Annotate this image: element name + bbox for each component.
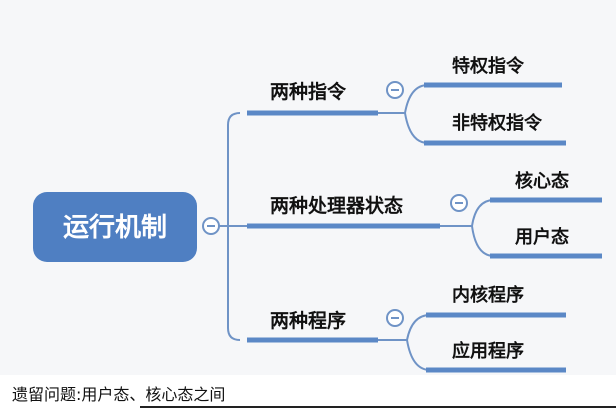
branch-label: 两种处理器状态 <box>270 194 403 217</box>
branch-node-processor-states[interactable]: 两种处理器状态 <box>247 194 440 229</box>
leaf-node[interactable]: 内核程序 <box>426 284 566 318</box>
caption-text: 遗留问题:用户态、核心态之间 <box>12 385 226 404</box>
root-node[interactable]: 运行机制 <box>33 192 197 262</box>
divider <box>140 406 616 408</box>
branch-collapse-button[interactable] <box>386 309 404 327</box>
leaf-node[interactable]: 应用程序 <box>426 340 566 373</box>
leaf-label: 用户态 <box>515 226 569 248</box>
root-box <box>33 192 197 262</box>
leaf-label: 内核程序 <box>452 284 524 306</box>
root-label: 运行机制 <box>63 212 167 243</box>
leaf-node[interactable]: 特权指令 <box>424 55 562 88</box>
branch-collapse-button[interactable] <box>450 194 468 212</box>
leaf-node[interactable]: 用户态 <box>490 226 602 259</box>
branch-collapse-button[interactable] <box>386 81 404 99</box>
branch-node-programs[interactable]: 两种程序 <box>247 309 378 343</box>
leaf-label: 应用程序 <box>452 340 524 362</box>
leaf-label: 非特权指令 <box>452 112 543 134</box>
branch-node-instructions[interactable]: 两种指令 <box>247 80 378 116</box>
leaf-label: 特权指令 <box>452 55 525 77</box>
root-collapse-button[interactable] <box>202 217 220 235</box>
leaf-node[interactable]: 非特权指令 <box>424 112 566 146</box>
branch-label: 两种程序 <box>270 309 346 332</box>
leaf-label: 核心态 <box>515 170 569 192</box>
leaf-node[interactable]: 核心态 <box>490 170 602 203</box>
branch-label: 两种指令 <box>270 80 347 103</box>
